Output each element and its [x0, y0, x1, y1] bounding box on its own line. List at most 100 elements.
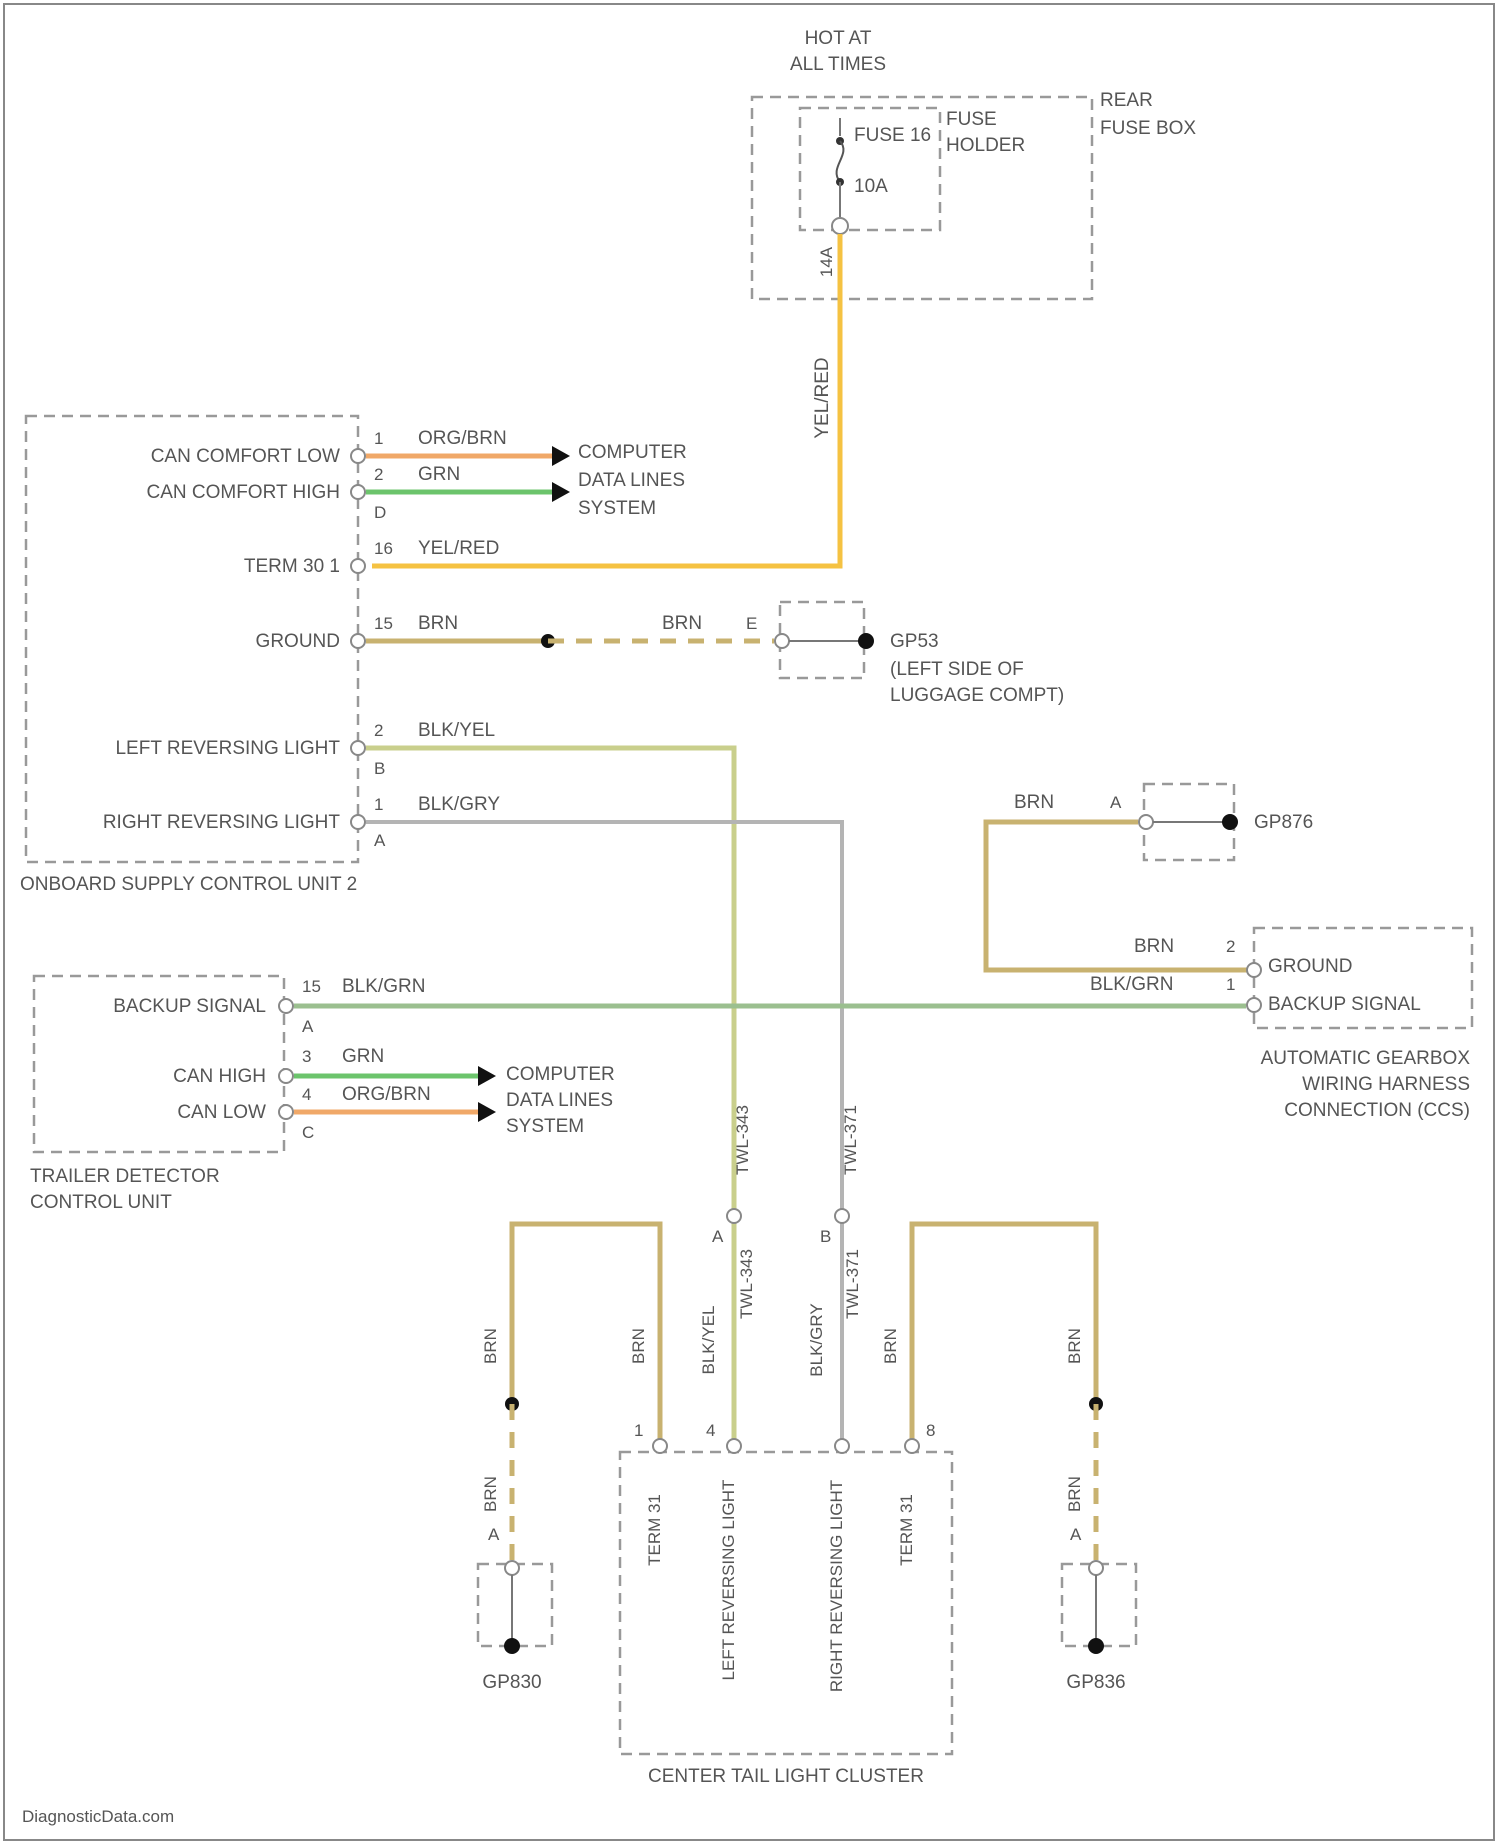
- onboard-pin-left-reversing: [351, 741, 365, 755]
- gearbox-pin-backup-number: 1: [1226, 975, 1235, 994]
- gearbox-name-line1: AUTOMATIC GEARBOX: [1261, 1048, 1471, 1069]
- trailer-pin-can-high-label: CAN HIGH: [173, 1066, 266, 1087]
- tail-pin-left-reversing-number: 4: [706, 1421, 715, 1440]
- onboard-pin-left-reversing-label: LEFT REVERSING LIGHT: [115, 738, 340, 759]
- trailer-detector-name-line1: TRAILER DETECTOR: [30, 1166, 220, 1187]
- ground-gp876-pin-circle: [1139, 815, 1153, 829]
- center-tail-light-cluster-name: CENTER TAIL LIGHT CLUSTER: [648, 1766, 924, 1787]
- wire-term-30-color: YEL/RED: [418, 538, 499, 559]
- onboard-pin-right-reversing-label: RIGHT REVERSING LIGHT: [103, 812, 341, 833]
- ground-gp53-location-line2: LUGGAGE COMPT): [890, 685, 1064, 706]
- ground-gp830-point: [504, 1638, 520, 1654]
- onboard-connector-d: D: [374, 503, 386, 522]
- wire-right-reversing-bla-gry: [366, 822, 842, 1440]
- power-label-line1: HOT AT: [805, 28, 872, 49]
- wire-left-loop-color-inner: BRN: [629, 1328, 648, 1364]
- fuse-terminal-label: 14A: [817, 246, 836, 277]
- ground-gp836-point: [1088, 1638, 1104, 1654]
- power-label-line2: ALL TIMES: [790, 54, 886, 75]
- tail-pin-term31-left-number: 1: [634, 1421, 643, 1440]
- wire-can-low-color: ORG/BRN: [342, 1084, 431, 1105]
- wire-can-comfort-low-color: ORG/BRN: [418, 428, 507, 449]
- onboard-pin-right-reversing: [351, 815, 365, 829]
- trailer-detector-name-line2: CONTROL UNIT: [30, 1192, 172, 1213]
- ground-gp876-wire-color: BRN: [1014, 792, 1054, 813]
- computer-data-lines-label-2-line2: DATA LINES: [506, 1090, 613, 1111]
- fuse-terminal-pin: [832, 218, 848, 234]
- wire-right-reversing-color: BLK/GRY: [418, 794, 500, 815]
- wire-feed-color-label: YEL/RED: [812, 357, 833, 438]
- onboard-pin-term-30-label: TERM 30 1: [244, 556, 340, 577]
- trailer-pin-backup-signal: [279, 999, 293, 1013]
- onboard-connector-b: B: [374, 759, 385, 778]
- tail-pin-left-reversing: [727, 1439, 741, 1453]
- wire-left-reversing-vertical-color: BLK/YEL: [699, 1306, 718, 1375]
- computer-data-lines-label-2-line1: COMPUTER: [506, 1064, 615, 1085]
- footer-source-text: DiagnosticData.com: [22, 1807, 174, 1826]
- connector-twl-343-pin: [727, 1209, 741, 1223]
- onboard-supply-control-unit-name: ONBOARD SUPPLY CONTROL UNIT 2: [20, 874, 357, 895]
- arrow-can-comfort-low: [552, 446, 570, 466]
- wire-left-reversing-color: BLK/YEL: [418, 720, 495, 741]
- gp830-connector-box: [478, 1564, 552, 1646]
- wire-right-loop-color-outer: BRN: [1065, 1328, 1084, 1364]
- ground-gp53-pin: E: [746, 614, 757, 633]
- onboard-pin-can-comfort-high: [351, 485, 365, 499]
- wire-right-reversing-vertical-color: BLK/GRY: [807, 1303, 826, 1376]
- tail-pin-left-reversing-label: LEFT REVERSING LIGHT: [719, 1480, 738, 1681]
- gearbox-pin-ground-number: 2: [1226, 937, 1235, 956]
- wire-right-loop-color-inner: BRN: [881, 1328, 900, 1364]
- fuse-rating: 10A: [854, 176, 888, 197]
- tail-pin-term31-right-label: TERM 31: [897, 1494, 916, 1566]
- gp830-pin-label: A: [488, 1525, 500, 1544]
- gearbox-pin-ground-wire-color: BRN: [1134, 936, 1174, 957]
- gearbox-pin-backup-signal: [1247, 998, 1261, 1012]
- fuse-holder-label-line1: FUSE: [946, 109, 997, 130]
- onboard-pin-can-comfort-low-number: 1: [374, 429, 383, 448]
- tail-pin-term31-left-label: TERM 31: [645, 1494, 664, 1566]
- onboard-connector-a: A: [374, 831, 386, 850]
- wire-ground-color: BRN: [418, 613, 458, 634]
- connector-twl-343-lower: TWL-343: [737, 1249, 756, 1319]
- connector-twl-371-pin-b: B: [820, 1227, 831, 1246]
- gearbox-pin-backup-label: BACKUP SIGNAL: [1268, 994, 1421, 1015]
- gearbox-name-line3: CONNECTION (CCS): [1284, 1100, 1470, 1121]
- wire-gp830-color: BRN: [481, 1476, 500, 1512]
- computer-data-lines-label-1-line2: DATA LINES: [578, 470, 685, 491]
- wire-can-comfort-high-color: GRN: [418, 464, 460, 485]
- gp836-pin-circle: [1089, 1561, 1103, 1575]
- connector-twl-343-pin-a: A: [712, 1227, 724, 1246]
- arrow-can-high: [478, 1066, 496, 1086]
- connector-twl-371-upper: TWL-371: [841, 1105, 860, 1175]
- gp830-pin-circle: [505, 1561, 519, 1575]
- onboard-pin-term-30: [351, 559, 365, 573]
- tail-pin-right-reversing: [835, 1439, 849, 1453]
- onboard-pin-can-comfort-high-number: 2: [374, 465, 383, 484]
- computer-data-lines-label-1-line3: SYSTEM: [578, 498, 656, 519]
- trailer-pin-can-high: [279, 1069, 293, 1083]
- onboard-pin-can-comfort-low: [351, 449, 365, 463]
- onboard-pin-ground-number: 15: [374, 614, 393, 633]
- onboard-pin-left-reversing-number: 2: [374, 721, 383, 740]
- wire-left-loop-color-outer: BRN: [481, 1328, 500, 1364]
- gp836-pin-label: A: [1070, 1525, 1082, 1544]
- trailer-pin-backup-number: 15: [302, 977, 321, 996]
- tail-pin-term31-right-number: 8: [926, 1421, 935, 1440]
- connector-twl-371-lower: TWL-371: [843, 1249, 862, 1319]
- ground-gp830-name: GP830: [482, 1672, 541, 1693]
- ground-gp53-point: [858, 633, 874, 649]
- gearbox-name-line2: WIRING HARNESS: [1302, 1074, 1470, 1095]
- fuse-label: FUSE 16: [854, 125, 931, 146]
- onboard-pin-can-comfort-low-label: CAN COMFORT LOW: [151, 446, 340, 467]
- rear-fuse-box-label-line1: REAR: [1100, 90, 1153, 111]
- fuse-holder-label-line2: HOLDER: [946, 135, 1025, 156]
- ground-gp53-pin-circle: [775, 634, 789, 648]
- onboard-pin-term-30-number: 16: [374, 539, 393, 558]
- page-frame: [4, 4, 1494, 1840]
- ground-gp53-wire-color: BRN: [662, 613, 702, 634]
- ground-gp836-name: GP836: [1066, 1672, 1125, 1693]
- onboard-pin-ground: [351, 634, 365, 648]
- ground-gp53-location-line1: (LEFT SIDE OF: [890, 659, 1024, 680]
- onboard-pin-right-reversing-number: 1: [374, 795, 383, 814]
